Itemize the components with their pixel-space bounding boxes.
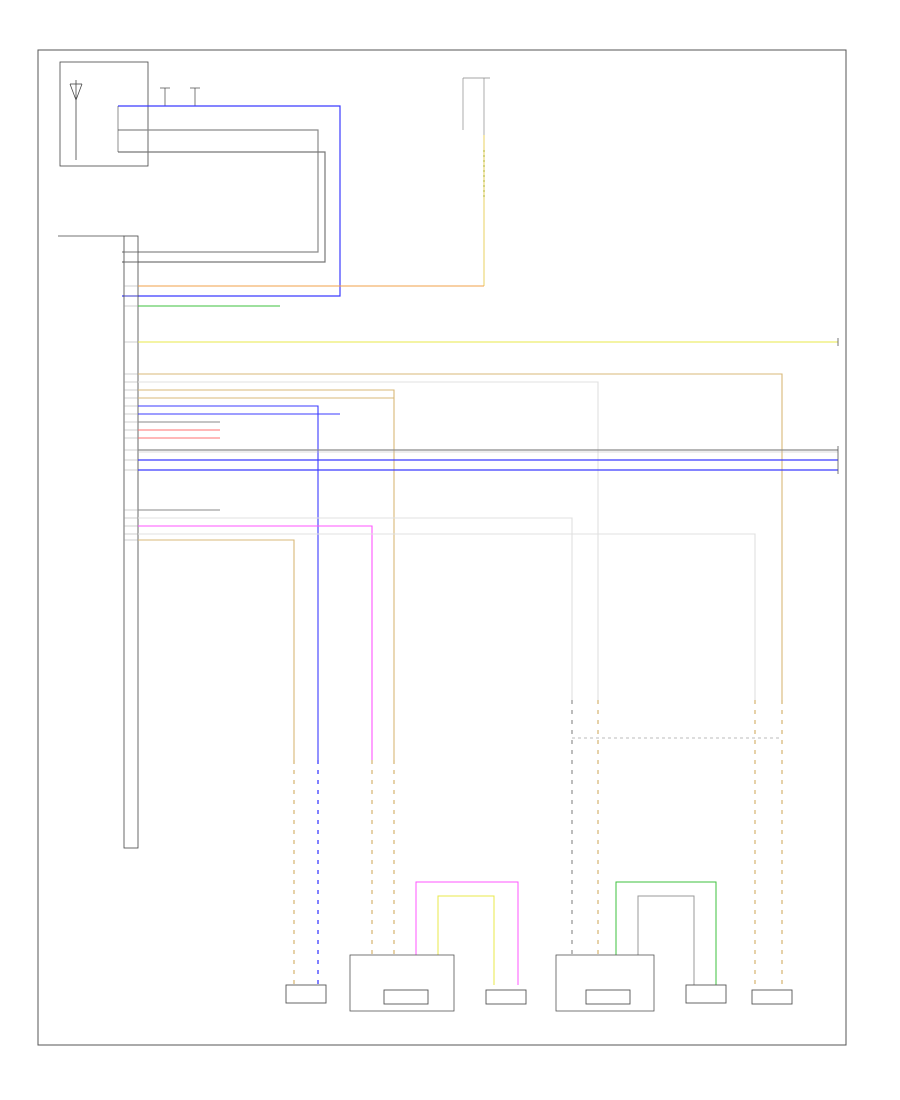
crossover-units bbox=[349, 954, 655, 1012]
audio-module bbox=[58, 235, 139, 849]
fuse-junction bbox=[462, 77, 490, 135]
module-pins bbox=[124, 251, 138, 541]
antenna-harness bbox=[117, 105, 341, 297]
connector-runs bbox=[293, 700, 783, 985]
speaker-4 bbox=[585, 989, 631, 1005]
module-output-wires bbox=[138, 285, 838, 760]
speaker-1 bbox=[285, 984, 327, 1004]
crossover-jumpers bbox=[415, 881, 717, 985]
speaker-2 bbox=[383, 989, 429, 1005]
diagram-border bbox=[37, 49, 847, 1046]
speaker-3 bbox=[485, 989, 527, 1005]
speaker-6 bbox=[751, 989, 793, 1005]
speakers bbox=[285, 984, 793, 1005]
antenna-module bbox=[59, 61, 149, 167]
ground-symbols bbox=[160, 87, 200, 106]
speaker-5 bbox=[685, 984, 727, 1004]
